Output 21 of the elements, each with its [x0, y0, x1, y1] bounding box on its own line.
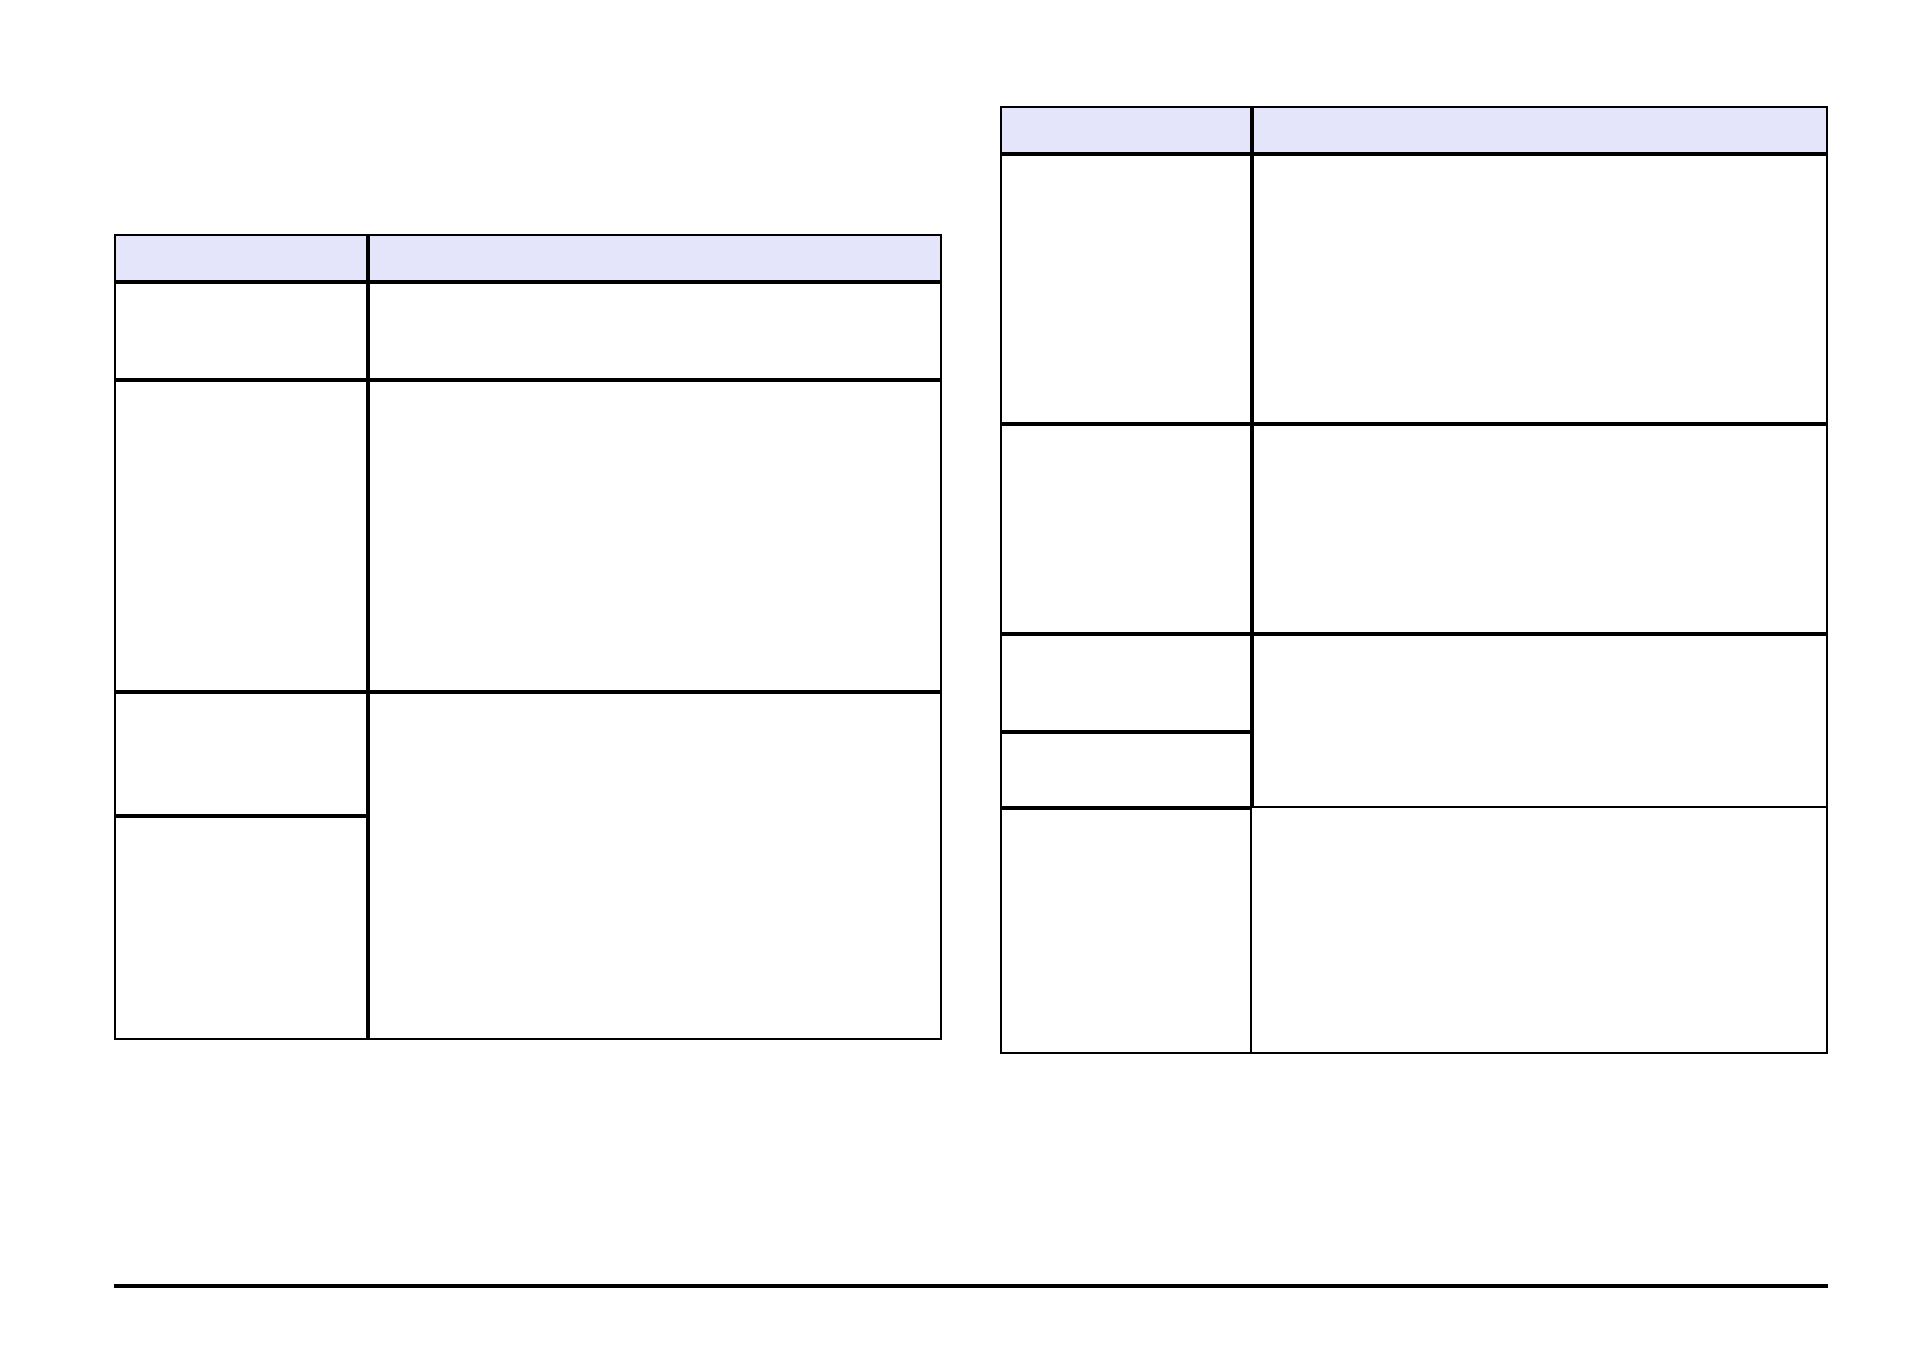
table-cell — [999, 633, 1251, 731]
table-cell — [999, 731, 1251, 807]
table-cell — [1251, 423, 1827, 633]
table-cell — [113, 691, 367, 815]
table-cell — [367, 379, 941, 691]
table-header-cell — [367, 233, 941, 281]
table-cell — [999, 153, 1251, 423]
table-header-cell — [113, 233, 367, 281]
table-cell — [113, 379, 367, 691]
table-cell — [367, 281, 941, 379]
table-frame — [114, 234, 942, 1040]
table-cell — [999, 423, 1251, 633]
table-header-cell — [999, 105, 1251, 153]
table-header-cell — [1251, 105, 1827, 153]
table-cell — [999, 807, 1251, 1053]
table-cell — [1251, 153, 1827, 423]
table-cell — [113, 281, 367, 379]
table-cell — [113, 815, 367, 1039]
table-frame — [1000, 106, 1828, 1054]
table-cell — [367, 691, 941, 1039]
table-cell — [1251, 633, 1827, 807]
